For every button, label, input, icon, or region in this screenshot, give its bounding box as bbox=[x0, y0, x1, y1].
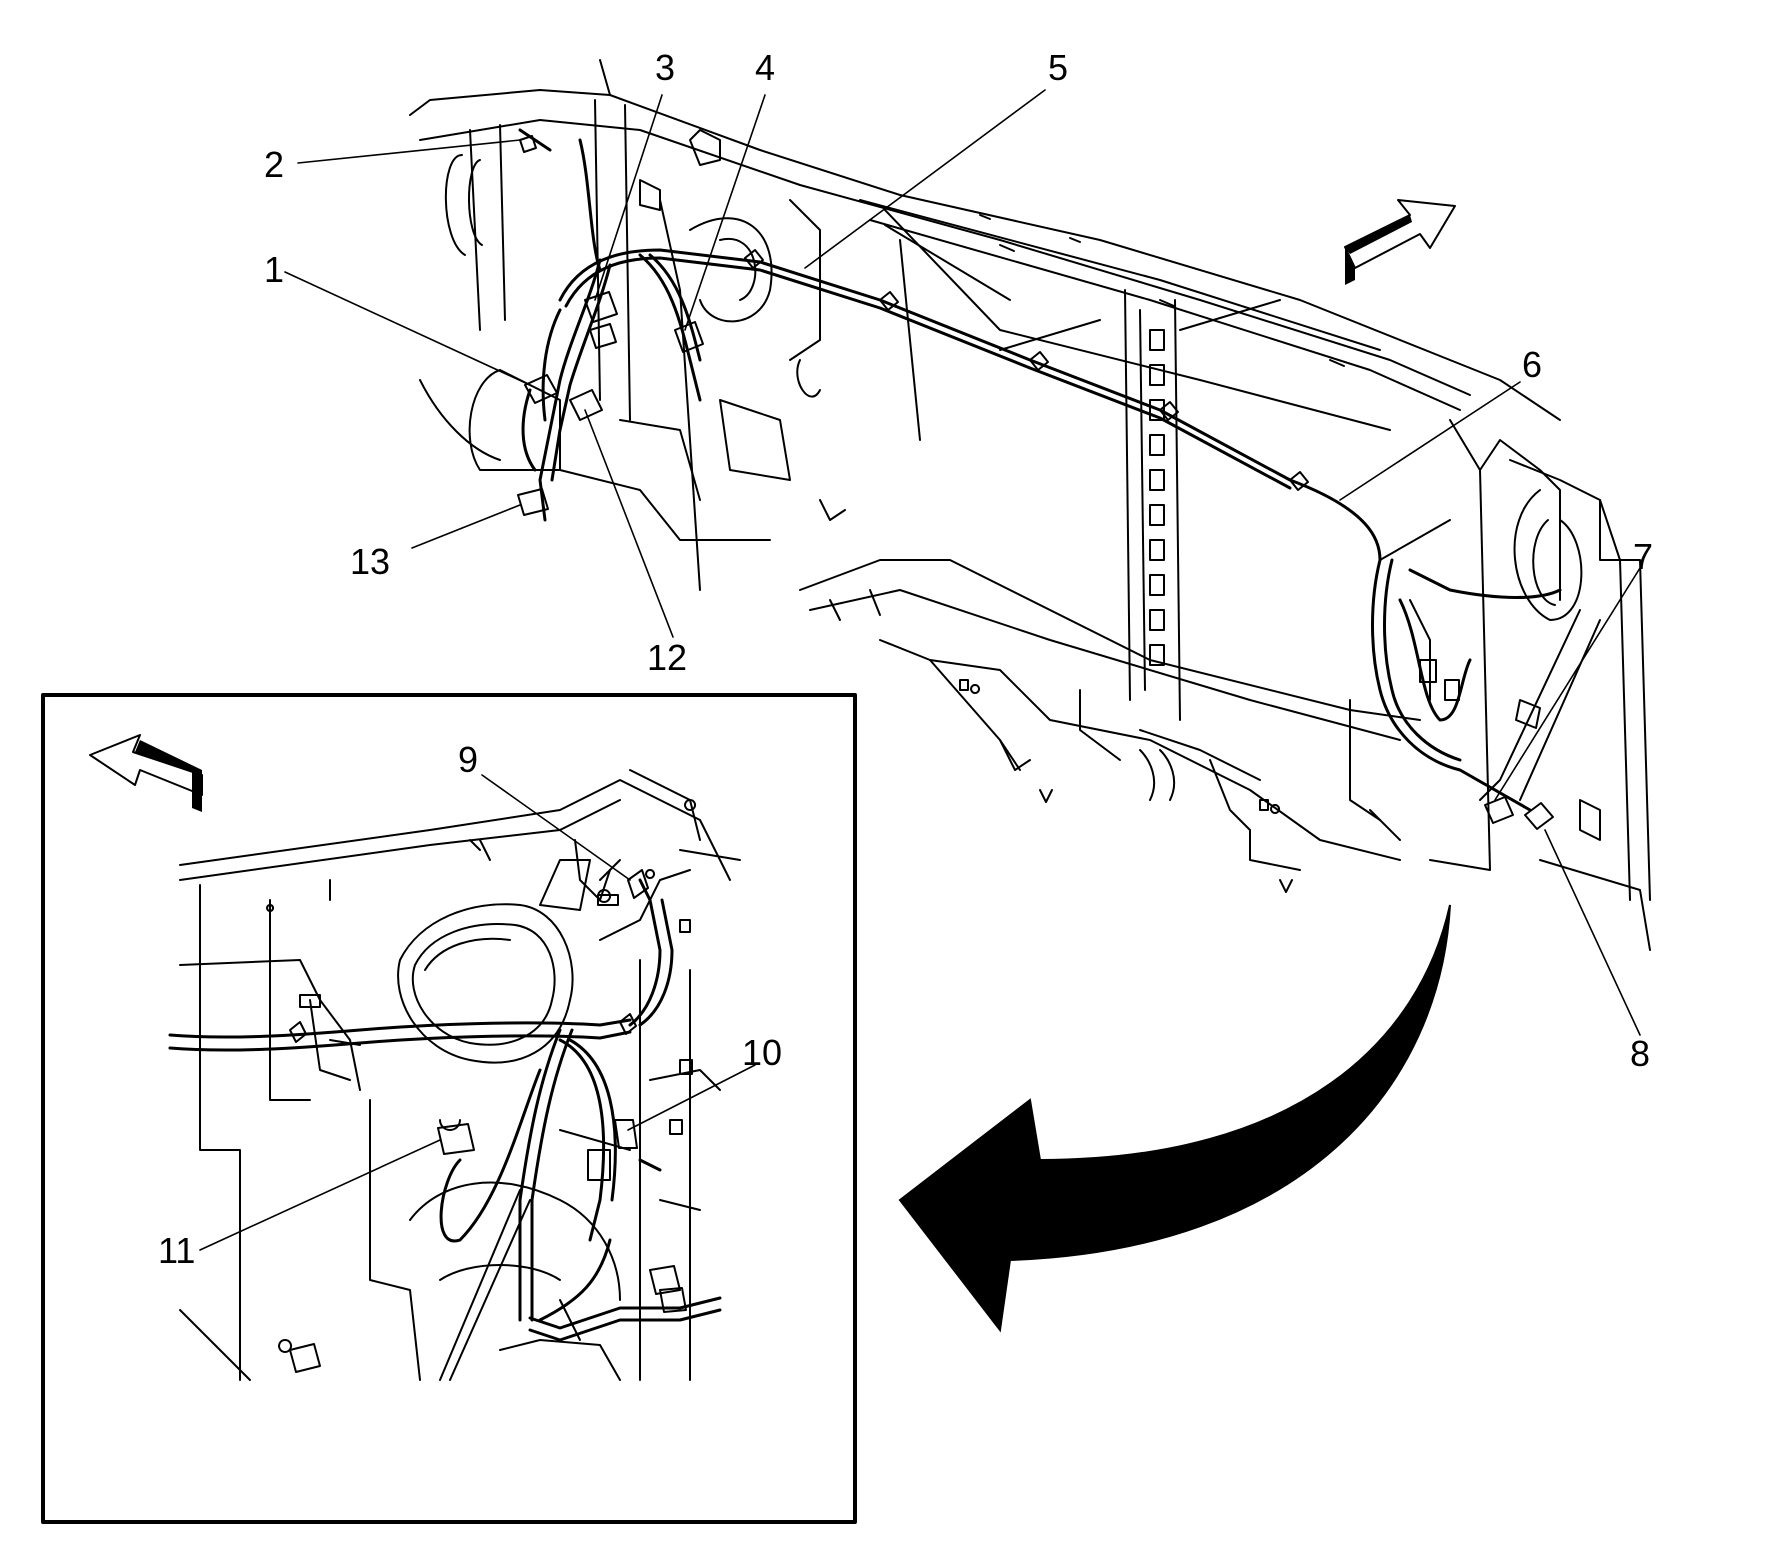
callout-11: 11 bbox=[158, 1230, 196, 1271]
connector-10 bbox=[614, 1119, 638, 1149]
callout-8: 8 bbox=[1630, 1033, 1651, 1074]
connector-3 bbox=[584, 291, 618, 323]
callout-12: 12 bbox=[647, 637, 688, 678]
wiring-harness-main bbox=[518, 128, 1562, 812]
callout-5: 5 bbox=[1048, 47, 1069, 88]
connector-9 bbox=[627, 869, 649, 899]
harness-clips bbox=[519, 135, 1309, 491]
detail-structure bbox=[179, 769, 741, 1381]
callout-10: 10 bbox=[742, 1032, 783, 1073]
connector-8 bbox=[1524, 802, 1554, 830]
detail-curved-arrow-icon bbox=[898, 904, 1451, 1333]
callout-2: 2 bbox=[264, 144, 285, 185]
callout-13: 13 bbox=[350, 541, 391, 582]
connector-13 bbox=[517, 488, 549, 516]
callout-3: 3 bbox=[655, 47, 676, 88]
callout-4: 4 bbox=[755, 47, 776, 88]
direction-arrow-icon bbox=[89, 734, 203, 812]
direction-arrow-icon bbox=[1344, 199, 1456, 285]
callout-9: 9 bbox=[458, 739, 479, 780]
connectors-detail bbox=[289, 869, 687, 1313]
detail-frame bbox=[41, 693, 857, 1524]
wiring-harness-detail bbox=[168, 878, 722, 1342]
callout-1: 1 bbox=[264, 249, 285, 290]
radiator-support bbox=[409, 59, 1651, 951]
connector-12 bbox=[569, 389, 603, 421]
leader-lines-main bbox=[284, 89, 1641, 1036]
connectors-main bbox=[517, 291, 1554, 830]
callout-6: 6 bbox=[1522, 344, 1543, 385]
connector-4 bbox=[674, 321, 704, 353]
connector-1 bbox=[524, 374, 558, 404]
leader-lines-detail bbox=[199, 774, 756, 1251]
callout-7: 7 bbox=[1633, 536, 1654, 577]
